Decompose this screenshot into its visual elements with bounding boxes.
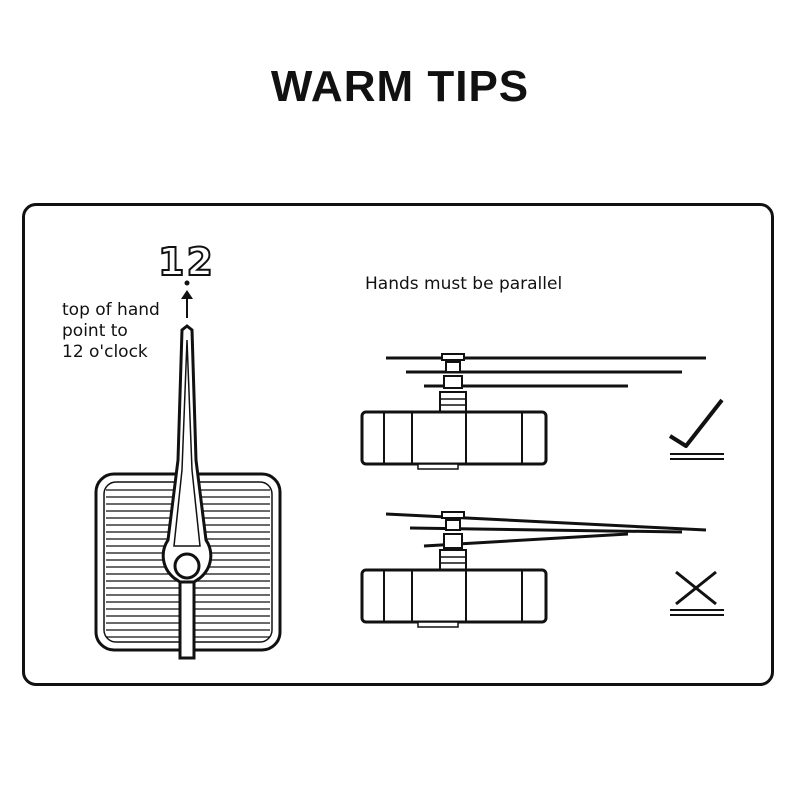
non-parallel-mechanism-icon [360,511,707,628]
clock-hand-icon [161,324,213,660]
tips-panel [22,203,774,686]
hour-12-label: 12 [157,239,215,285]
page-title: WARM TIPS [270,62,530,111]
parallel-caption: Hands must be parallel [365,274,563,294]
hand-instruction-line-3: 12 o'clock [62,342,148,362]
hand-instruction: top of hand point to 12 o'clock [62,300,160,363]
hand-instruction-line-2: point to [62,321,128,341]
check-icon [668,398,724,460]
hand-instruction-line-1: top of hand [62,300,160,320]
cross-icon [670,570,724,616]
parallel-mechanism-icon [360,353,706,470]
up-arrow-icon [181,280,193,318]
